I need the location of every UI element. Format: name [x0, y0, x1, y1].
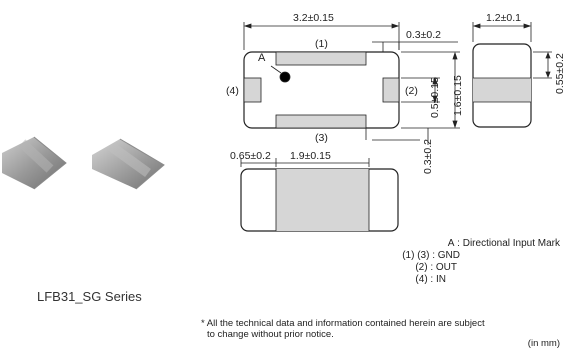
terminal-2-pad	[382, 77, 400, 103]
chip-photo-right	[92, 138, 165, 190]
pad-offset-bottom-label: 0.3±0.2	[422, 139, 434, 174]
chip-photo-left	[2, 136, 67, 190]
legend-row: A : Directional Input Mark	[447, 238, 560, 249]
unit-label: (in mm)	[527, 338, 560, 349]
terminal-4-label: (4)	[226, 85, 239, 97]
side-view-band	[473, 78, 531, 102]
directional-mark	[279, 71, 291, 83]
series-label: LFB31_SG Series	[37, 289, 142, 304]
legend-row: (2) : OUT	[415, 262, 457, 273]
mark-label: A	[258, 52, 266, 64]
side-width-label: 1.2±0.1	[486, 12, 521, 24]
notice-line-2: to change without prior notice.	[207, 329, 334, 340]
terminal-1-pad	[275, 51, 367, 66]
terminal-3-pad	[275, 114, 367, 129]
top-length-label: 3.2±0.15	[293, 12, 334, 24]
disclaimer-notice: * All the technical data and information…	[201, 318, 485, 340]
body-width-label: 1.6±0.15	[452, 75, 464, 116]
notice-line-1: * All the technical data and information…	[201, 318, 485, 329]
terminal-3-label: (3)	[315, 132, 328, 144]
bottom-view-band	[276, 169, 369, 231]
terminal-1-label: (1)	[315, 38, 328, 50]
terminal-legend: A : Directional Input Mark (1) (3) : GND…	[402, 238, 560, 286]
pad-offset-top-label: 0.3±0.2	[406, 29, 441, 41]
middle-band-label: 1.9±0.15	[290, 150, 331, 162]
side-height-label: 0.55±0.2	[554, 53, 566, 94]
pad-gap-label: 0.5±0.15	[429, 77, 441, 118]
legend-row: (1) (3) : GND	[402, 250, 460, 261]
terminal-4-pad	[243, 77, 262, 103]
legend-row: (4) : IN	[415, 274, 446, 285]
terminal-2-label: (2)	[405, 85, 418, 97]
end-termination-label: 0.65±0.2	[230, 150, 271, 162]
